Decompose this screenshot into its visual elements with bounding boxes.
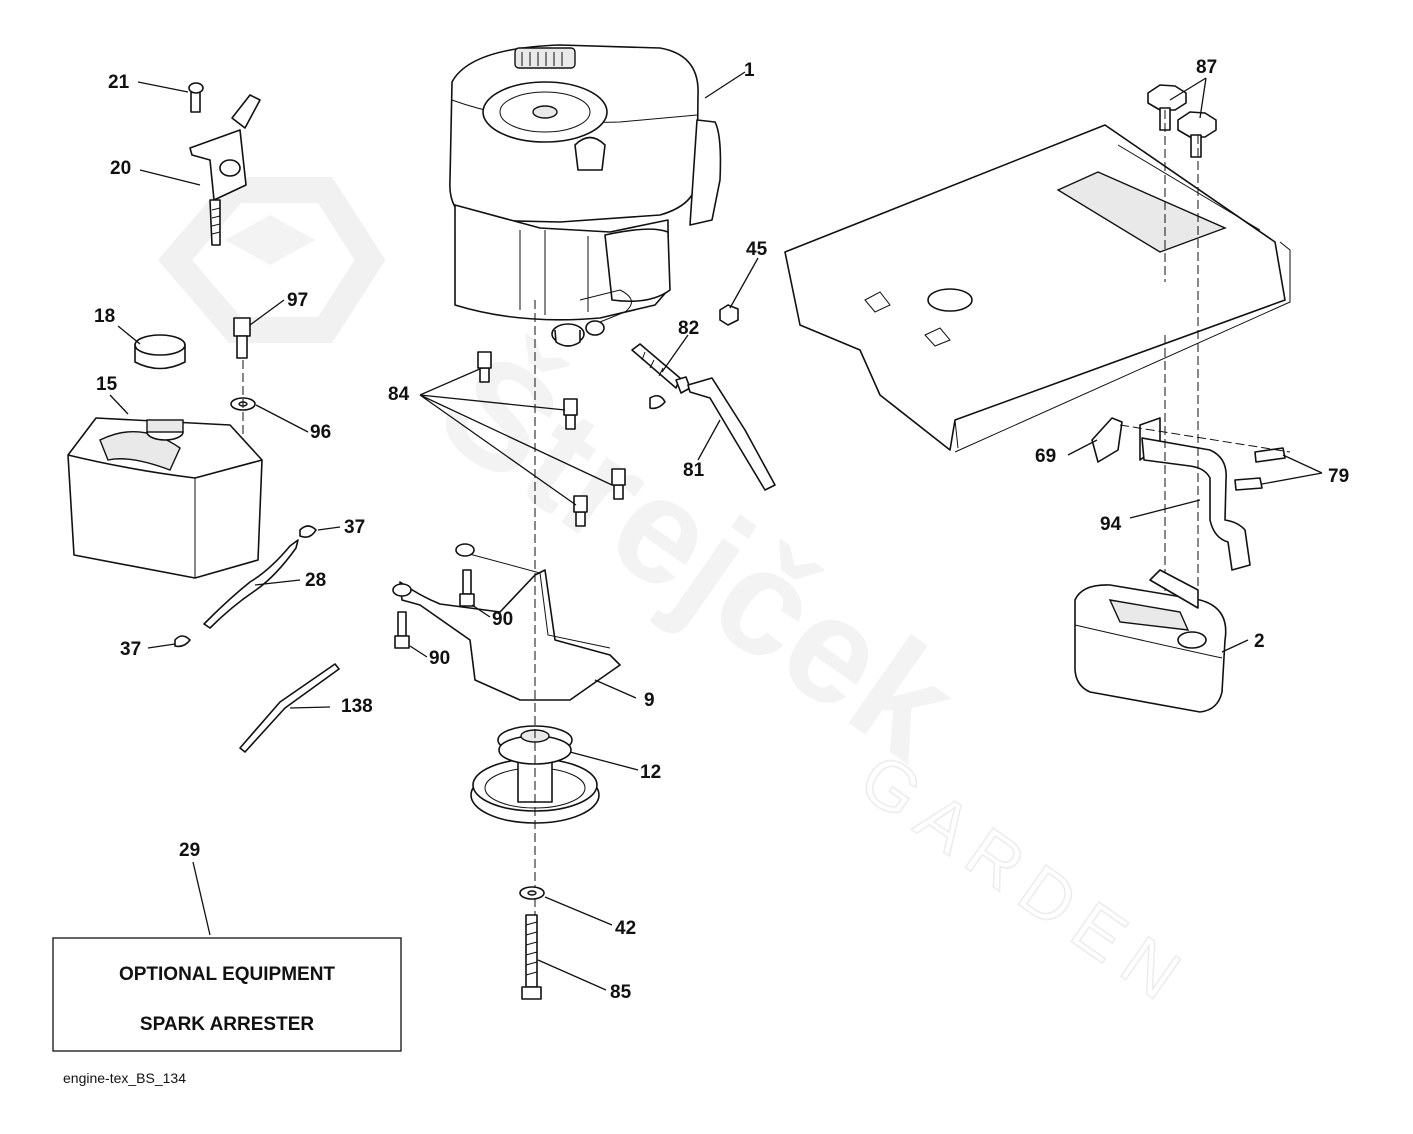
label-1: 1 [744, 60, 755, 81]
label-90-lower: 90 [429, 648, 450, 669]
part-nut [719, 304, 739, 326]
optional-equipment-box: OPTIONAL EQUIPMENT SPARK ARRESTER [52, 937, 402, 1052]
label-97: 97 [287, 290, 308, 311]
label-12: 12 [640, 762, 661, 783]
label-15: 15 [96, 374, 118, 395]
label-87: 87 [1196, 57, 1217, 78]
label-81: 81 [683, 460, 705, 481]
label-29: 29 [179, 840, 200, 861]
leader-lines [109, 71, 1323, 991]
label-96: 96 [310, 422, 331, 443]
watermark-sub: GARDEN [846, 738, 1205, 1022]
part-tank-bolt [230, 317, 256, 500]
diagram-code: engine-tex_BS_134 [63, 1070, 186, 1086]
part-fuel-line [174, 525, 317, 648]
part-throttle-control [188, 82, 261, 246]
label-69: 69 [1035, 446, 1056, 467]
label-45: 45 [746, 239, 768, 260]
part-pulley [470, 300, 600, 1000]
part-fuel-tank [67, 417, 263, 579]
label-21: 21 [108, 72, 130, 93]
part-fuel-cap [134, 334, 186, 370]
label-94: 94 [1100, 514, 1122, 535]
label-18: 18 [94, 306, 115, 327]
optional-equipment-item: SPARK ARRESTER [140, 1014, 314, 1035]
optional-equipment-title: OPTIONAL EQUIPMENT [119, 964, 335, 985]
part-muffler [1074, 569, 1227, 713]
label-9: 9 [644, 690, 655, 711]
label-37-top: 37 [344, 517, 365, 538]
label-82: 82 [678, 318, 699, 339]
part-center-bolt [519, 886, 545, 1000]
label-85: 85 [610, 982, 632, 1003]
label-90-upper: 90 [492, 609, 513, 630]
label-20: 20 [110, 158, 131, 179]
part-frame-plate [784, 124, 1291, 453]
label-138: 138 [341, 696, 373, 717]
part-bracket [392, 543, 621, 701]
label-28: 28 [305, 570, 326, 591]
part-fuel-hose [687, 377, 776, 491]
label-2: 2 [1254, 631, 1265, 652]
part-engine-bolts [477, 351, 626, 527]
part-mounting-bolts [1147, 84, 1217, 158]
part-hose-138 [239, 663, 340, 753]
part-fuel-connector [631, 343, 691, 410]
part-exhaust [1091, 110, 1291, 620]
label-84: 84 [388, 384, 410, 405]
part-engine [449, 44, 722, 347]
label-79: 79 [1328, 466, 1349, 487]
part-labels: 21 20 1 87 45 82 97 18 15 96 84 81 37 28… [94, 57, 1349, 1003]
label-37-bottom: 37 [120, 639, 141, 660]
label-42: 42 [615, 918, 636, 939]
